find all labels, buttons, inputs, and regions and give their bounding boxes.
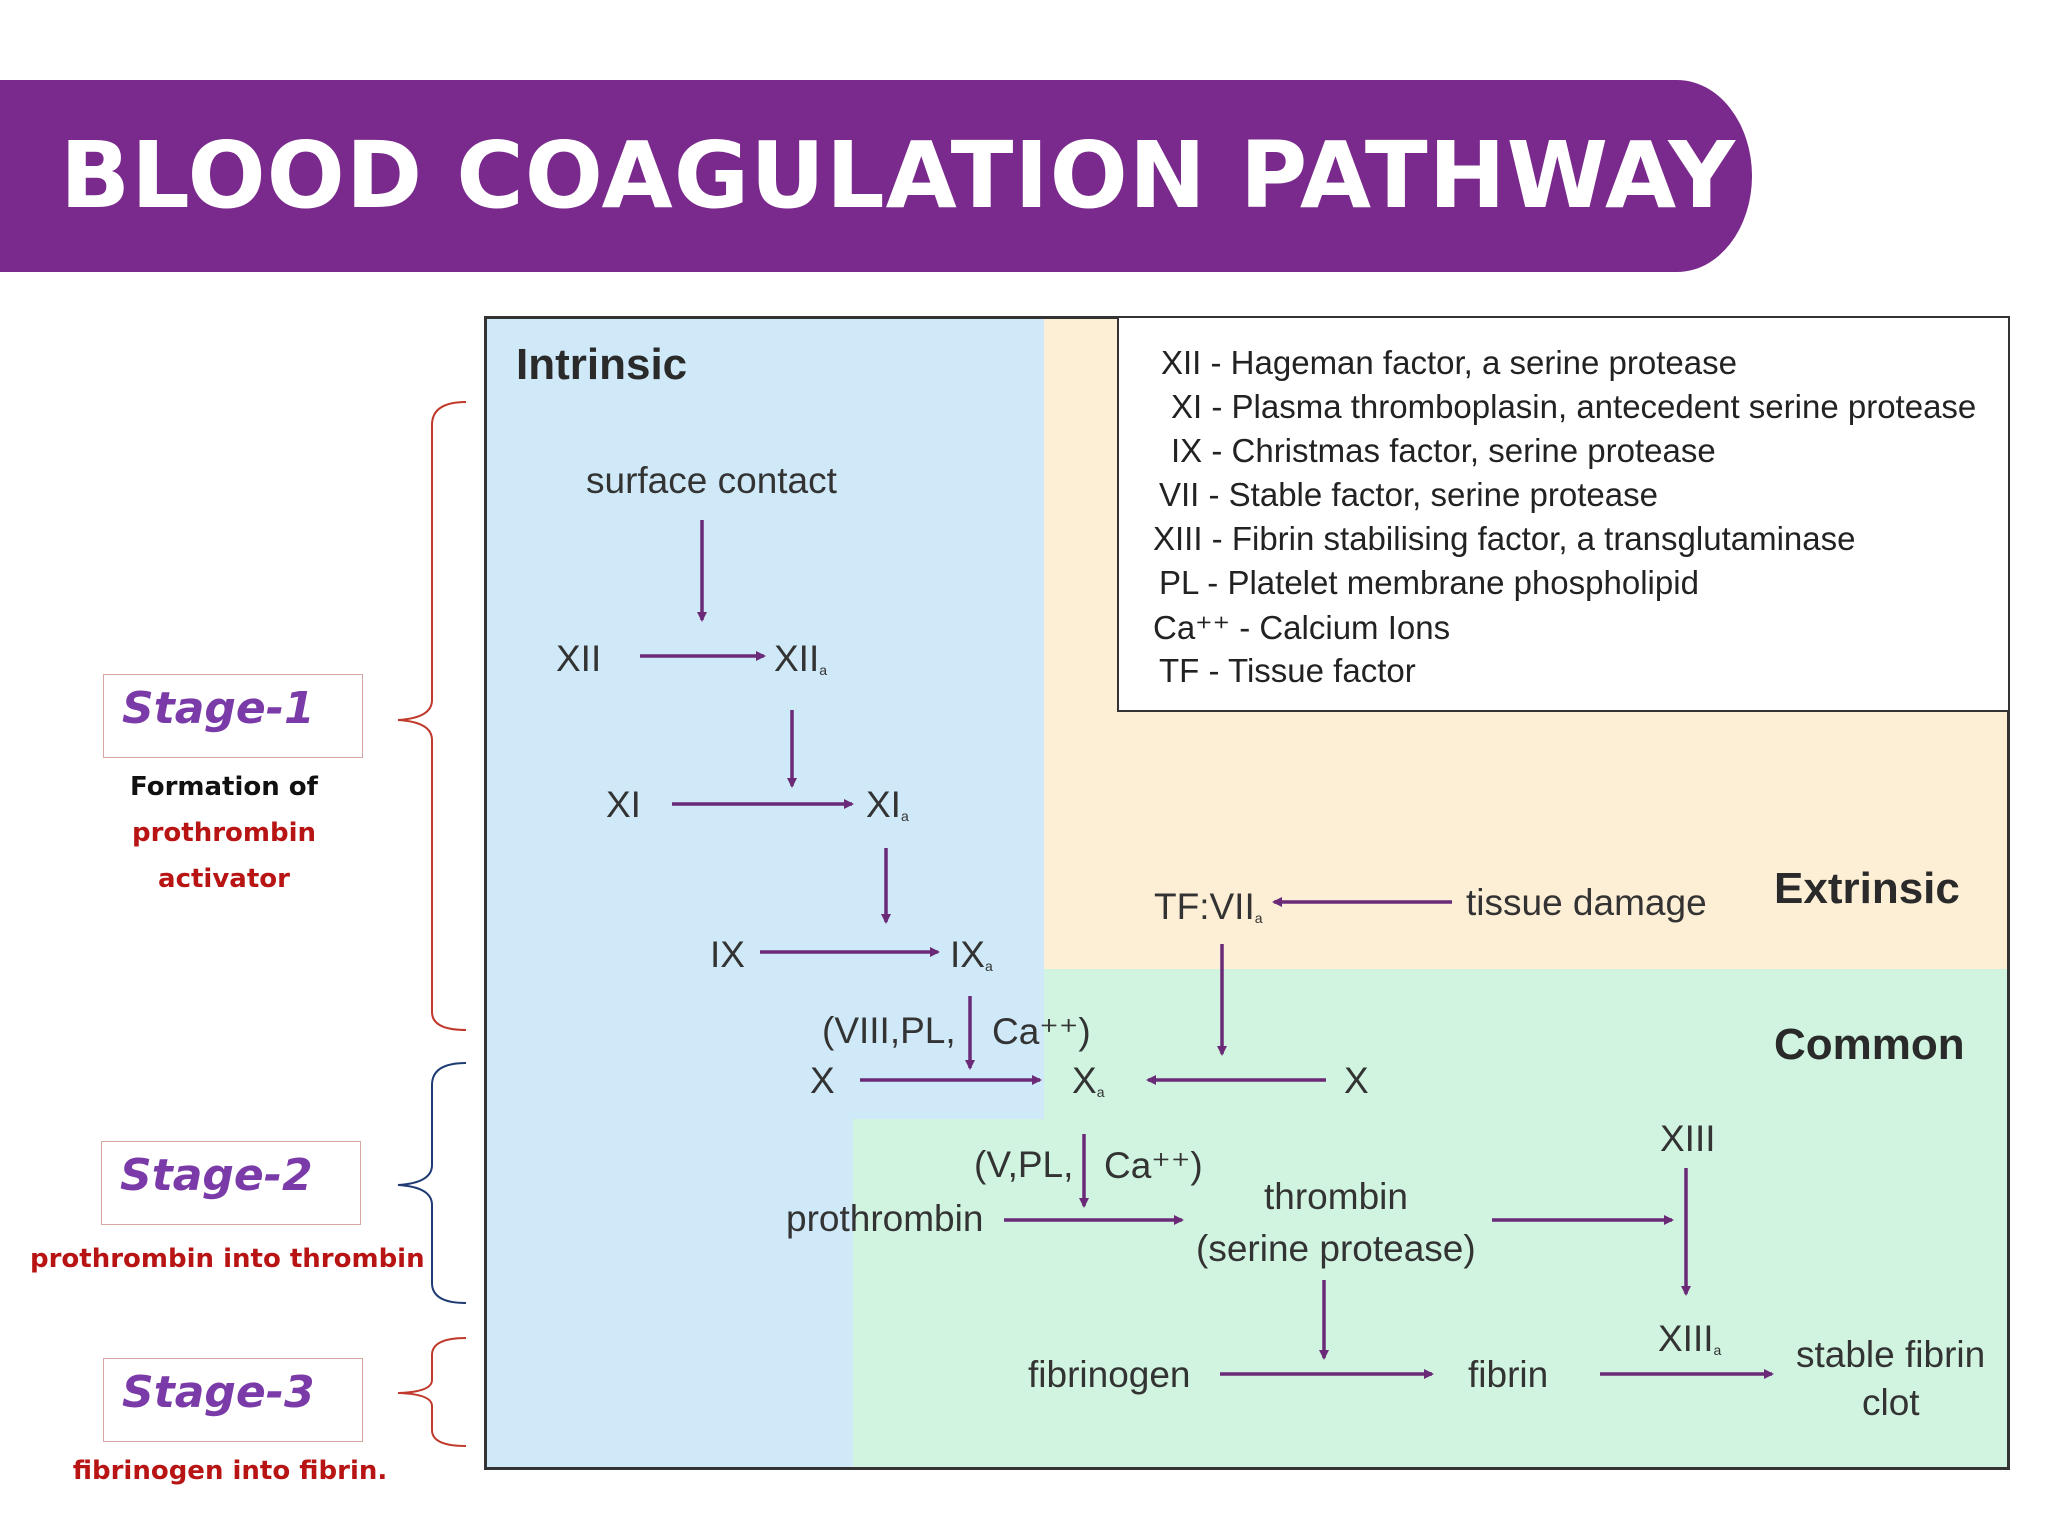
common-label: Common xyxy=(1774,1020,1965,1069)
stage-2-bracket xyxy=(397,1062,467,1304)
legend-row: VII - Stable factor, serine protease xyxy=(1159,476,1658,513)
cofactors-thrombin-label: (V,PL, xyxy=(974,1144,1074,1185)
title-banner xyxy=(0,80,1752,272)
factor-ix-label: IX xyxy=(710,934,745,975)
legend-row: Ca⁺⁺ - Calcium Ions xyxy=(1153,609,1451,646)
factor-xiii-label: XIII xyxy=(1660,1118,1716,1159)
page-title: BLOOD COAGULATION PATHWAY xyxy=(60,122,1737,229)
stage-3-bracket xyxy=(397,1337,467,1447)
serine-protease-label: (serine protease) xyxy=(1196,1228,1476,1269)
factor-xia-label: XIa xyxy=(866,784,909,825)
tissue-damage-label: tissue damage xyxy=(1466,882,1707,923)
factor-ixa-label: IXa xyxy=(950,934,993,975)
factor-xa-label: Xa xyxy=(1072,1060,1105,1101)
legend-row: TF - Tissue factor xyxy=(1159,652,1416,689)
fibrin-label: fibrin xyxy=(1468,1354,1549,1395)
stage-2-title: Stage-2 xyxy=(120,1150,313,1201)
factor-xiia-label: XIIa xyxy=(774,638,828,679)
stable-fibrin-label: stable fibrin xyxy=(1796,1334,1986,1375)
tf-viia-label: TF:VIIa xyxy=(1154,886,1263,927)
stage-1-title: Stage-1 xyxy=(122,683,315,734)
legend-row: PL - Platelet membrane phospholipid xyxy=(1159,564,1699,601)
cofactors-x-label: (VIII,PL, xyxy=(822,1010,956,1051)
stage-2-box: Stage-2 xyxy=(101,1141,361,1225)
surface-contact-label: surface contact xyxy=(586,460,837,501)
clot-label: clot xyxy=(1862,1382,1920,1423)
stage-1-desc-line2: prothrombin xyxy=(131,818,317,848)
stage-3-box: Stage-3 xyxy=(103,1358,363,1442)
legend-row: XI - Plasma thromboplasin, antecedent se… xyxy=(1171,388,1977,425)
factor-legend: XII - Hageman factor, a serine protease … xyxy=(1117,316,2010,712)
legend-row: XII - Hageman factor, a serine protease xyxy=(1161,344,1737,381)
extrinsic-label: Extrinsic xyxy=(1774,864,1960,913)
factor-xiiia-label: XIIIa xyxy=(1658,1318,1722,1359)
stage-1-desc-line3: activator xyxy=(158,864,290,894)
legend-row: XIII - Fibrin stabilising factor, a tran… xyxy=(1153,520,1856,557)
calcium-thrombin-label: Ca⁺⁺) xyxy=(1104,1145,1203,1186)
legend-row: IX - Christmas factor, serine protease xyxy=(1171,432,1716,469)
calcium-x-label: Ca⁺⁺) xyxy=(992,1011,1091,1052)
factor-x-left-label: X xyxy=(810,1060,835,1101)
stage-1-bracket xyxy=(397,401,467,1031)
thrombin-label: thrombin xyxy=(1264,1176,1408,1217)
intrinsic-label: Intrinsic xyxy=(516,340,688,389)
fibrinogen-label: fibrinogen xyxy=(1028,1354,1191,1395)
stage-1-box: Stage-1 xyxy=(103,674,363,758)
stage-3-desc: fibrinogen into fibrin. xyxy=(72,1456,388,1486)
factor-xi-label: XI xyxy=(606,784,641,825)
factor-xii-label: XII xyxy=(556,638,602,679)
prothrombin-label: prothrombin xyxy=(786,1198,984,1239)
stage-3-title: Stage-3 xyxy=(122,1367,315,1418)
stage-1-desc-line1: Formation of xyxy=(130,772,318,802)
stage-2-desc: prothrombin into thrombin xyxy=(30,1244,425,1274)
factor-x-right-label: X xyxy=(1344,1060,1369,1101)
common-region-lower xyxy=(853,1119,2007,1467)
